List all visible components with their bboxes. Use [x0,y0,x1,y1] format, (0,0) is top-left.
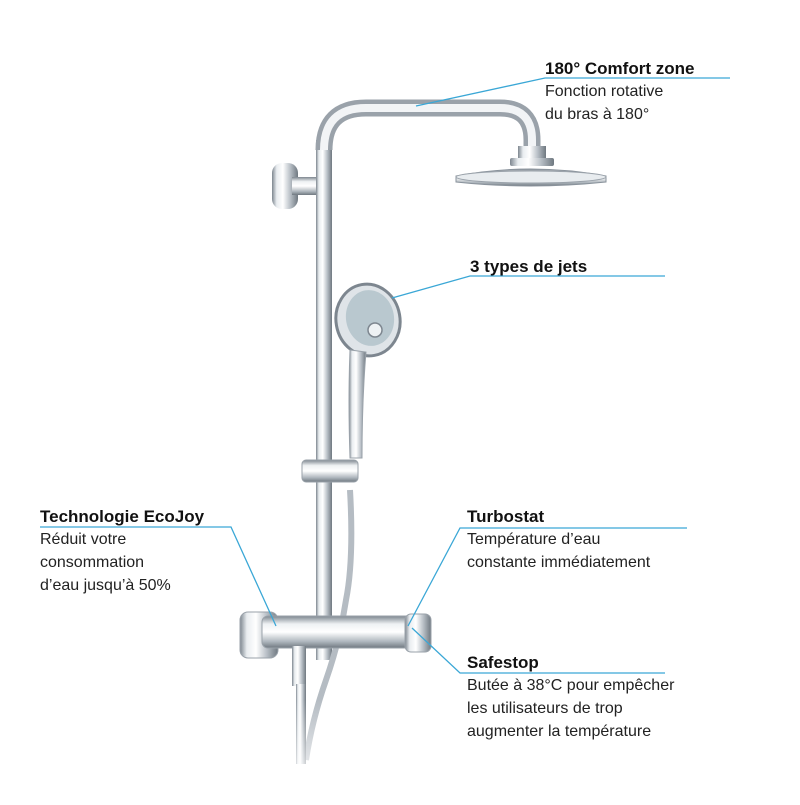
leader-ecojoy [40,526,277,627]
callout-line: du bras à 180° [545,106,650,123]
callout-jets: 3 types de jets [470,256,587,278]
callout-safestop: Safestop Butée à 38°C pour empêcher les … [467,652,674,743]
leader-safestop [411,627,665,674]
hand-shower-holder [301,459,359,483]
callout-title: Technologie EcoJoy [40,507,205,526]
callout-title: 3 types de jets [470,257,588,276]
callout-turbostat: Turbostat Température d’eau constante im… [467,506,650,574]
leader-comfort-zone [415,77,730,107]
leader-lines [40,77,730,674]
callout-line: Réduit votre [40,531,127,548]
callout-comfort-zone: 180° Comfort zone Fonction rotative du b… [545,58,694,126]
callout-line: constante immédiatement [467,554,651,571]
callout-line: d’eau jusqu’à 50% [40,577,171,594]
callout-line: Butée à 38°C pour empêcher [467,677,675,694]
callout-title: Turbostat [467,507,545,526]
callout-line: Température d’eau [467,531,601,548]
callout-ecojoy: Technologie EcoJoy Réduit votre consomma… [40,506,204,597]
callout-line: Fonction rotative [545,83,664,100]
leader-jets [391,275,665,299]
bottom-fade [220,700,460,800]
callout-title: 180° Comfort zone [545,59,695,78]
overhead-shower-arm [315,99,554,166]
riser-pipe [316,140,332,660]
leader-turbostat [407,527,687,627]
callout-line: augmenter la température [467,723,652,740]
hand-shower [334,282,402,459]
callout-line: consommation [40,554,145,571]
rain-shower-head [455,168,607,187]
callout-title: Safestop [467,653,539,672]
callout-line: les utilisateurs de trop [467,700,623,717]
